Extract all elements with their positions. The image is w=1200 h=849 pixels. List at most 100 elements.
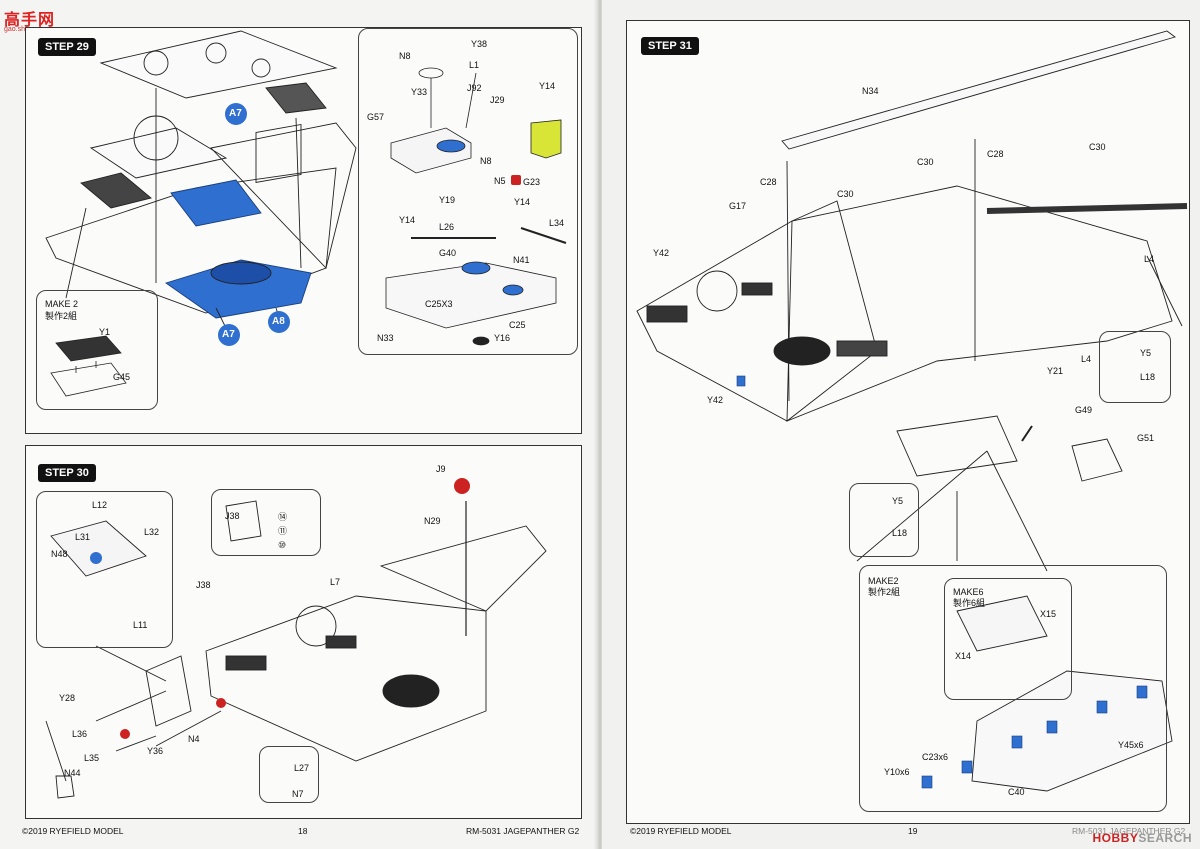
label-c30-c: C30 (1089, 142, 1106, 152)
label-c30-a: C30 (917, 157, 934, 167)
left-footer-copyright: ©2019 RYEFIELD MODEL (22, 826, 124, 836)
label-y45x6: Y45x6 (1118, 740, 1144, 750)
label-n48: N48 (51, 549, 68, 559)
logo-brand: 高手网 (4, 12, 56, 29)
label-l1: L1 (469, 60, 480, 70)
label-j38-top: J38 (225, 511, 240, 521)
label-y42-b: Y42 (707, 395, 724, 405)
make2-line2: 製作2組 (45, 311, 78, 321)
make2-line1: MAKE 2 (45, 299, 79, 309)
label-l31: L31 (75, 532, 91, 542)
label-y14-part: Y14 (539, 81, 556, 91)
label-l18-a: L18 (1140, 372, 1156, 382)
label-l11: L11 (133, 620, 148, 630)
label-g17: G17 (729, 201, 747, 211)
circle-10: ⑩ (278, 540, 287, 550)
label-n33: N33 (377, 333, 394, 343)
label-c25: C25 (509, 320, 526, 330)
step29-panel: STEP 29 (25, 27, 582, 434)
label-l4-b: L4 (1081, 354, 1092, 364)
step30-title: STEP 30 (38, 464, 96, 482)
circle-11: ⑪ (278, 526, 288, 536)
step29-make2-callout: MAKE 2 製作2組 Y1 G45 (36, 290, 158, 410)
label-c23x6: C23x6 (922, 752, 949, 762)
step29-drawing (45, 30, 567, 397)
step30-detail-callout: L12 L32 L31 N48 L11 (36, 491, 173, 648)
hobbysearch-watermark: HOBBYSEARCH (1092, 831, 1192, 845)
label-x15: X15 (1040, 609, 1057, 619)
label-c30-b: C30 (837, 189, 854, 199)
label-x14: X14 (955, 651, 972, 661)
step31-make2-callout: MAKE2 製作2組 MAKE6 製作6組 X15 X14 Y45x6 C23x… (859, 565, 1167, 812)
right-footer-copyright: ©2019 RYEFIELD MODEL (630, 826, 732, 836)
label-g23: G23 (523, 177, 541, 187)
step30-panel: STEP 30 (25, 445, 582, 819)
step31-make6-callout: MAKE6 製作6組 X15 X14 (944, 578, 1072, 700)
make2-right-line2: 製作2組 (868, 587, 901, 597)
label-j38-mid: J38 (196, 580, 211, 590)
label-n34: N34 (862, 86, 879, 96)
label-y10x6: Y10x6 (884, 767, 910, 777)
label-l26: L26 (439, 222, 455, 232)
label-c28-b: C28 (760, 177, 777, 187)
label-l7: L7 (330, 577, 341, 587)
label-a7-top: A7 (229, 108, 242, 119)
make6-line1: MAKE6 (953, 587, 984, 597)
right-footer-page-number: 19 (908, 826, 918, 836)
label-l18-b: L18 (892, 528, 908, 538)
step30-drawing (45, 478, 547, 799)
label-y36: Y36 (147, 746, 164, 756)
left-footer-product: RM-5031 JAGEPANTHER G2 (466, 826, 580, 836)
left-footer-page-number: 18 (298, 826, 308, 836)
label-l32: L32 (144, 527, 160, 537)
label-y38: Y38 (471, 39, 488, 49)
step31-drawing (636, 30, 1188, 792)
step31-y5-callout-b: Y5 L18 (849, 483, 919, 557)
label-n8-blue: N8 (480, 156, 492, 166)
label-g40: G40 (439, 248, 457, 258)
watermark-brand: HOBBY (1092, 831, 1139, 845)
label-n41: N41 (513, 255, 530, 265)
label-c25x3: C25X3 (425, 299, 453, 309)
label-y19: Y19 (439, 195, 456, 205)
label-j9: J9 (436, 464, 446, 474)
label-g51: G51 (1137, 433, 1155, 443)
step29-title: STEP 29 (38, 38, 96, 56)
label-l4-a: L4 (1144, 254, 1155, 264)
label-n7: N7 (292, 789, 304, 799)
step30-j38-callout: J38 ⑭ ⑪ ⑩ (211, 489, 321, 556)
label-l12: L12 (92, 500, 108, 510)
step31-y5-callout-a: Y5 L18 (1099, 331, 1171, 403)
label-c28-a: C28 (987, 149, 1004, 159)
label-l35: L35 (84, 753, 100, 763)
label-l27: L27 (294, 763, 310, 773)
label-c40: C40 (1008, 787, 1025, 797)
label-n5: N5 (494, 176, 506, 186)
label-y33: Y33 (411, 87, 428, 97)
label-n29: N29 (424, 516, 441, 526)
label-y28: Y28 (59, 693, 76, 703)
watermark-rest: SEARCH (1138, 831, 1192, 845)
right-page: STEP 31 (602, 0, 1200, 849)
step31-title: STEP 31 (641, 37, 699, 55)
step31-panel: STEP 31 (626, 20, 1190, 824)
label-y16: Y16 (494, 333, 511, 343)
label-y5-b: Y5 (892, 496, 904, 506)
circle-14: ⑭ (278, 512, 288, 522)
make2-right-line1: MAKE2 (868, 576, 899, 586)
label-n44: N44 (64, 768, 81, 778)
left-page: 高手网 gao.shou.com STEP 29 (0, 0, 598, 849)
label-y42-a: Y42 (653, 248, 670, 258)
label-n4: N4 (188, 734, 200, 744)
label-g45: G45 (113, 372, 131, 382)
label-y21: Y21 (1047, 366, 1064, 376)
label-a7-bottom: A7 (222, 329, 235, 340)
right-footer-product: RM-5031 JAGEPANTHER G2 (1072, 826, 1186, 836)
label-j92: J92 (467, 83, 482, 93)
label-y1: Y1 (99, 327, 111, 337)
step30-l27-callout: L27 N7 (259, 746, 319, 803)
label-y14-a: Y14 (514, 197, 531, 207)
label-n8-top: N8 (399, 51, 411, 61)
label-l36: L36 (72, 729, 88, 739)
step29-detail-callout: N8 Y38 L1 Y33 J92 J29 Y14 G57 N8 N5 G23 … (358, 28, 578, 355)
